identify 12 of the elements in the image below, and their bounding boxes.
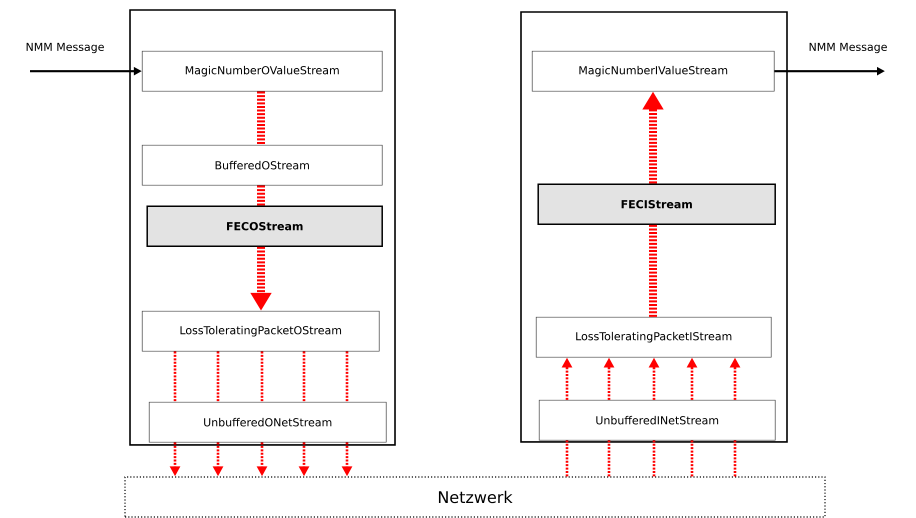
stream-box: LossToleratingPacketOStream bbox=[142, 310, 380, 352]
stream-box: FECOStream bbox=[146, 205, 383, 247]
network-box: Netzwerk bbox=[124, 476, 826, 518]
stream-box: UnbufferedINetStream bbox=[538, 400, 776, 441]
stream-box: LossToleratingPacketIStream bbox=[536, 316, 772, 358]
stream-box: MagicNumberIValueStream bbox=[532, 50, 775, 92]
stream-box: BufferedOStream bbox=[142, 144, 383, 186]
edge-label: NMM Message bbox=[808, 42, 888, 54]
edge-label: NMM Message bbox=[24, 42, 106, 54]
stream-box: MagicNumberOValueStream bbox=[142, 50, 383, 92]
stream-box: UnbufferedONetStream bbox=[148, 402, 387, 443]
stream-box: FECIStream bbox=[537, 183, 776, 225]
